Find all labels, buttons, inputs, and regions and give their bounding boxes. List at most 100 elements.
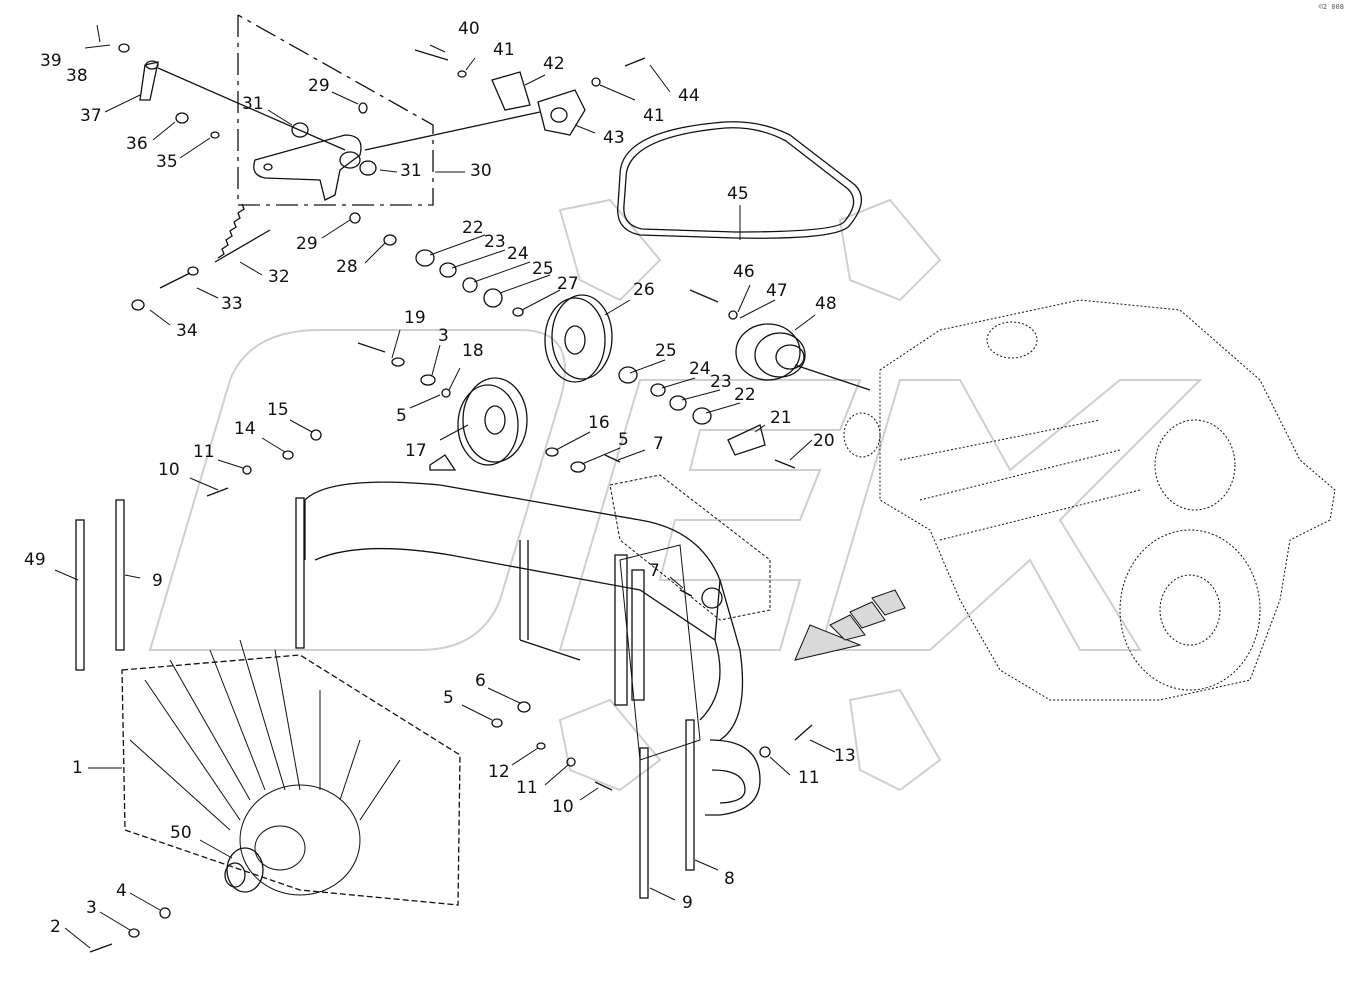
label-21: 21 <box>770 408 792 428</box>
label-16: 16 <box>588 413 610 433</box>
label-44: 44 <box>678 86 700 106</box>
label-48: 48 <box>815 294 837 314</box>
leader-lines <box>54 24 836 949</box>
label-2: 2 <box>50 917 61 937</box>
bracket-kit-outline <box>237 14 434 206</box>
label-8: 8 <box>724 869 735 889</box>
label-26: 26 <box>633 280 655 300</box>
hub-50 <box>224 847 264 893</box>
label-46: 46 <box>733 262 755 282</box>
label-33: 33 <box>221 294 243 314</box>
link-37 <box>139 61 159 101</box>
label-5-left: 5 <box>396 406 407 426</box>
label-38: 38 <box>66 66 88 86</box>
label-24-upper: 24 <box>507 244 529 264</box>
label-23-upper: 23 <box>484 232 506 252</box>
bolt-10-lower <box>594 781 613 791</box>
label-11-left: 11 <box>193 442 215 462</box>
label-11-right: 11 <box>798 768 820 788</box>
label-7-lower: 7 <box>649 561 660 581</box>
label-43: 43 <box>603 128 625 148</box>
tensioner-arm <box>253 134 362 201</box>
label-6: 6 <box>475 671 486 691</box>
label-36: 36 <box>126 134 148 154</box>
label-28: 28 <box>336 257 358 277</box>
label-25-upper: 25 <box>532 259 554 279</box>
bolt-44 <box>624 57 646 67</box>
label-41-right: 41 <box>643 106 665 126</box>
label-49: 49 <box>24 550 46 570</box>
label-23-lower: 23 <box>710 372 732 392</box>
frame <box>304 454 761 816</box>
pulley-17 <box>457 377 528 466</box>
label-9-left: 9 <box>152 571 163 591</box>
label-18: 18 <box>462 341 484 361</box>
label-41-upper: 41 <box>493 40 515 60</box>
label-47: 47 <box>766 281 788 301</box>
label-3-upper: 3 <box>438 326 449 346</box>
strip-49 <box>75 519 85 671</box>
label-1: 1 <box>72 758 83 778</box>
label-5-mid: 5 <box>618 430 629 450</box>
bushing-42 <box>491 71 531 111</box>
label-31-upper: 31 <box>242 94 264 114</box>
label-7-upper: 7 <box>653 434 664 454</box>
label-17: 17 <box>405 441 427 461</box>
label-22-lower: 22 <box>734 385 756 405</box>
pulley-26 <box>544 294 613 383</box>
label-5-lower: 5 <box>443 688 454 708</box>
strip-9-bottom <box>639 747 649 899</box>
shaft-21 <box>727 424 766 456</box>
label-29-lower: 29 <box>296 234 318 254</box>
label-3-lower: 3 <box>86 898 97 918</box>
label-9-lower: 9 <box>682 893 693 913</box>
label-13: 13 <box>834 746 856 766</box>
corner-mark: ©2 008 <box>1318 3 1344 11</box>
drive-housing <box>609 474 771 621</box>
label-35: 35 <box>156 152 178 172</box>
fan-guard <box>121 654 461 906</box>
bolt-40 <box>414 49 449 61</box>
bolt-2 <box>89 943 113 953</box>
strip-9-right-top <box>295 497 305 649</box>
spring-32 <box>214 203 271 263</box>
bolt-13 <box>794 724 813 741</box>
label-14: 14 <box>234 419 256 439</box>
label-10-lower: 10 <box>552 797 574 817</box>
strip-8 <box>685 719 695 871</box>
label-39: 39 <box>40 51 62 71</box>
label-10-left: 10 <box>158 460 180 480</box>
label-4: 4 <box>116 881 127 901</box>
bolt-10-upper <box>206 487 229 497</box>
bolt-46 <box>689 289 719 303</box>
label-25-lower: 25 <box>655 341 677 361</box>
label-42: 42 <box>543 54 565 74</box>
bolt-19 <box>357 342 386 353</box>
label-15: 15 <box>267 400 289 420</box>
label-50: 50 <box>170 823 192 843</box>
engine <box>843 299 1336 701</box>
label-27: 27 <box>557 274 579 294</box>
label-29-upper: 29 <box>308 76 330 96</box>
bracket-43 <box>537 89 586 136</box>
strip-center <box>614 554 628 706</box>
fan <box>129 639 401 896</box>
label-22-upper: 22 <box>462 218 484 238</box>
eyebolt-33 <box>159 272 191 289</box>
label-20: 20 <box>813 431 835 451</box>
label-34: 34 <box>176 321 198 341</box>
label-40: 40 <box>458 19 480 39</box>
label-19: 19 <box>404 308 426 328</box>
label-24-lower: 24 <box>689 359 711 379</box>
label-45: 45 <box>727 184 749 204</box>
label-32: 32 <box>268 267 290 287</box>
label-11-mid: 11 <box>516 778 538 798</box>
direction-arrow <box>794 589 906 661</box>
label-30: 30 <box>470 161 492 181</box>
strip-9-left <box>115 499 125 651</box>
belt-45 <box>617 121 862 239</box>
label-12: 12 <box>488 762 510 782</box>
label-31-lower: 31 <box>400 161 422 181</box>
